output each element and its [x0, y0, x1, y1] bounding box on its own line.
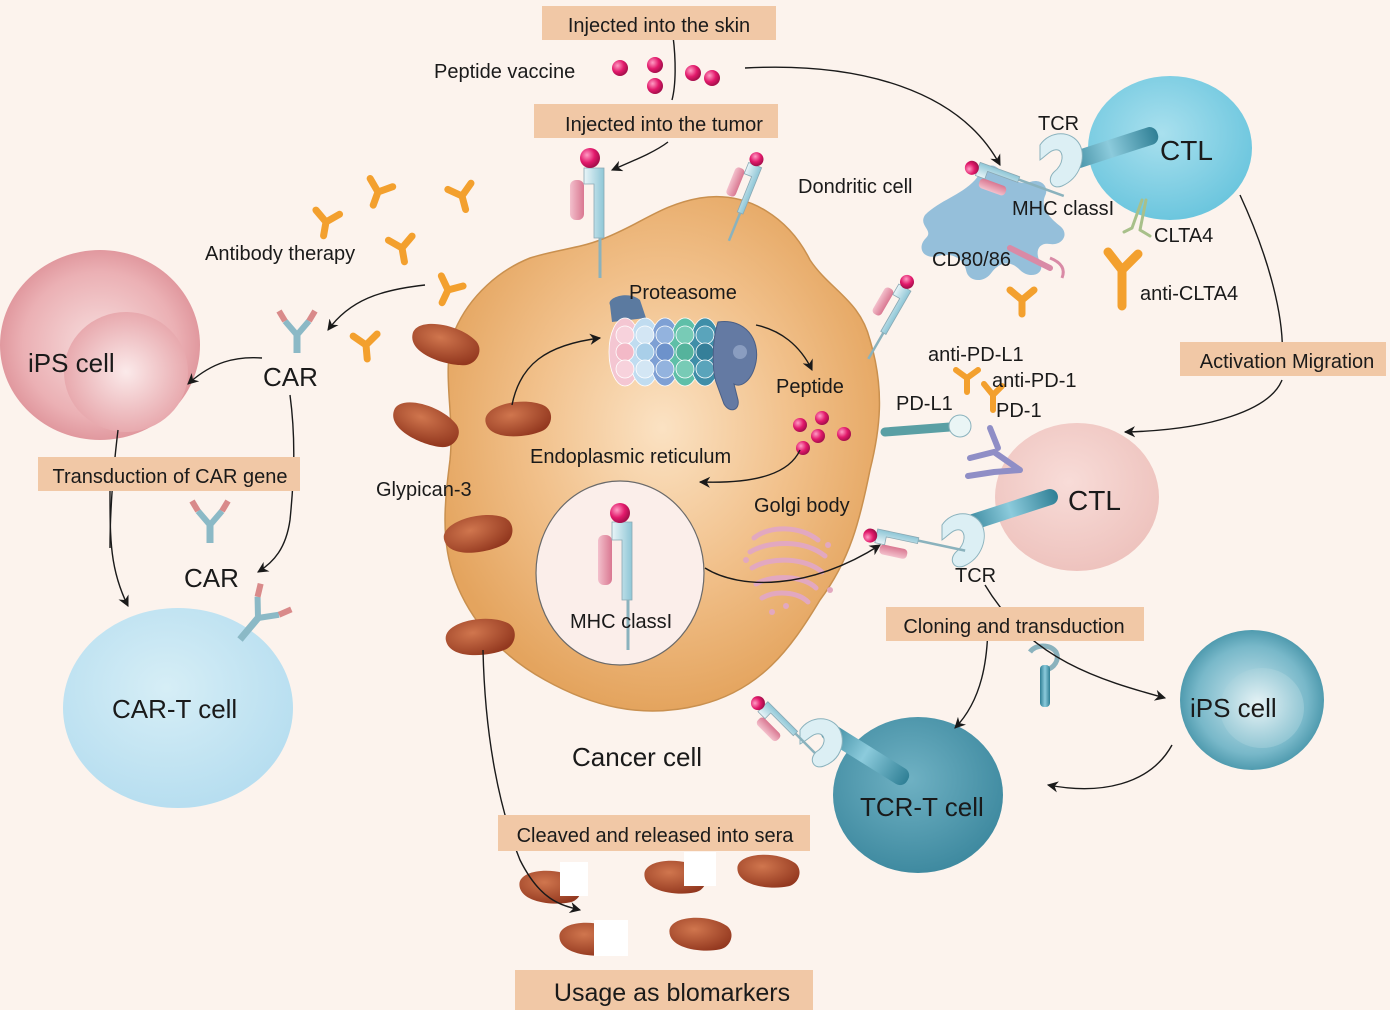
box-usage-biomarkers: Usage as blomarkers — [515, 970, 813, 1010]
text-labels: Peptide vaccine TCR CTL Dondritic cell M… — [28, 61, 1277, 822]
label-peptide-vaccine: Peptide vaccine — [434, 61, 575, 83]
label-dendritic-cell: Dondritic cell — [798, 176, 912, 198]
cd80-86-molecule — [1007, 245, 1065, 279]
tcr-top-receptor — [1039, 127, 1159, 188]
box-injected-skin-text: Injected into the skin — [568, 15, 750, 37]
label-cd80-86: CD80/86 — [932, 249, 1011, 271]
clta4-receptor — [1122, 198, 1152, 238]
label-tcr-top: TCR — [1038, 113, 1079, 135]
mhc-presenting-tcr-t — [750, 696, 817, 755]
mhc-class-i-inner — [598, 503, 633, 650]
pd-l1-molecule — [880, 414, 972, 438]
golgi-body — [743, 526, 833, 615]
peptide-vaccine-beads — [612, 57, 720, 94]
label-car-2: CAR — [184, 563, 239, 593]
anti-clta4-antibody — [1103, 247, 1143, 311]
label-pd-l1: PD-L1 — [896, 393, 953, 415]
released-glypican-fragments — [519, 852, 800, 956]
mhc-on-dendritic — [964, 160, 1065, 198]
box-cloning-transduction-text: Cloning and transduction — [903, 616, 1124, 638]
label-pd-1: PD-1 — [996, 400, 1042, 422]
anti-pd-1-antibody — [981, 381, 1005, 413]
box-activation-migration-text: Activation Migration — [1200, 351, 1375, 373]
label-anti-pd-l1: anti-PD-L1 — [928, 344, 1024, 366]
label-ips-right: iPS cell — [1190, 693, 1277, 723]
label-mhc-dc: MHC classI — [1012, 198, 1114, 220]
ctl-mid-cell — [995, 423, 1159, 571]
proteasome-complex — [608, 295, 758, 411]
tcr-on-tcr-t — [799, 718, 910, 786]
car-receptor-2 — [189, 499, 231, 543]
ips-cell-left — [0, 250, 200, 440]
label-ctl-top: CTL — [1160, 135, 1213, 166]
label-tcr-mid: TCR — [955, 565, 996, 587]
box-injected-tumor: Injected into the tumor — [534, 104, 778, 138]
car-receptor-1 — [276, 309, 318, 353]
label-antibody-therapy: Antibody therapy — [205, 243, 355, 265]
car-receptor-on-t-cell — [237, 582, 293, 642]
box-usage-biomarkers-text: Usage as blomarkers — [554, 979, 790, 1007]
box-injected-tumor-text: Injected into the tumor — [565, 114, 763, 136]
label-cancer-cell: Cancer cell — [572, 742, 702, 772]
mhc-presenting-mid — [863, 528, 966, 559]
endoplasmic-reticulum-vesicle — [535, 480, 705, 666]
mhc-membrane-top — [570, 148, 605, 278]
box-cleaved-released: Cleaved and released into sera — [498, 815, 810, 851]
box-transduction-car-text: Transduction of CAR gene — [53, 466, 288, 488]
label-mhc-inner: MHC classI — [570, 611, 672, 633]
label-tcr-t-cell: TCR-T cell — [860, 792, 984, 822]
label-anti-pd-1: anti-PD-1 — [992, 370, 1076, 392]
peptide-fragments-inner — [793, 411, 851, 455]
tcr-gene-construct — [1028, 643, 1060, 707]
box-transduction-car: Transduction of CAR gene — [38, 457, 300, 491]
label-glypican-3: Glypican-3 — [376, 479, 472, 501]
tcr-mid-receptor — [941, 489, 1058, 568]
pd-1-receptor — [965, 425, 1023, 479]
dendritic-cell — [921, 165, 1065, 281]
mhc-membrane-top-right — [726, 152, 764, 242]
box-activation-migration: Activation Migration — [1180, 342, 1386, 376]
ctl-top-cell — [1088, 76, 1252, 220]
box-cleaved-released-text: Cleaved and released into sera — [517, 825, 795, 847]
label-ips-left: iPS cell — [28, 348, 115, 378]
label-endoplasmic-reticulum: Endoplasmic reticulum — [530, 446, 731, 468]
arrows — [109, 35, 1284, 913]
label-golgi-body: Golgi body — [754, 495, 850, 517]
label-car-1: CAR — [263, 362, 318, 392]
anti-pd-l1-antibody — [953, 367, 981, 395]
ips-cell-right — [1180, 630, 1324, 770]
label-ctl-mid: CTL — [1068, 485, 1121, 516]
label-peptide: Peptide — [776, 376, 844, 398]
car-t-cell — [63, 608, 293, 808]
box-injected-skin: Injected into the skin — [542, 6, 776, 40]
label-proteasome: Proteasome — [629, 282, 737, 304]
label-car-t-cell: CAR-T cell — [112, 694, 237, 724]
box-cloning-transduction: Cloning and transduction — [886, 607, 1144, 641]
label-clta4: CLTA4 — [1154, 225, 1213, 247]
mhc-membrane-right — [867, 274, 914, 360]
label-anti-clta4: anti-CLTA4 — [1140, 283, 1238, 305]
